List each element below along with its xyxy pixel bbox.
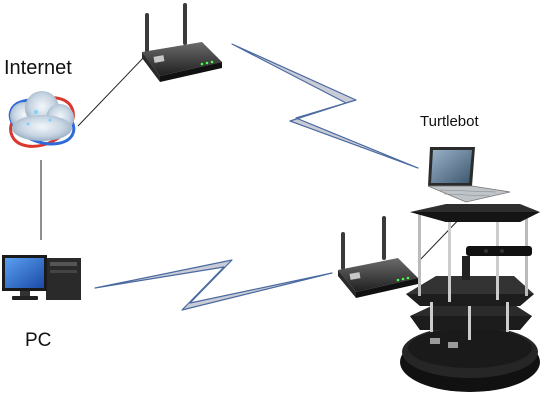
turtlebot-label: Turtlebot (420, 113, 479, 130)
wire-internet-router (77, 54, 147, 127)
wireless-link-top (231, 43, 419, 169)
wireless-router-icon (338, 216, 418, 298)
turtlebot-robot-icon (400, 204, 540, 392)
laptop-icon (427, 147, 511, 203)
cloud-globe-icon (8, 91, 76, 148)
wireless-link-bottom (94, 259, 333, 311)
internet-label: Internet (4, 57, 72, 79)
desktop-computer-icon (2, 255, 81, 300)
pc-label: PC (25, 330, 52, 351)
wireless-router-icon (142, 3, 222, 82)
